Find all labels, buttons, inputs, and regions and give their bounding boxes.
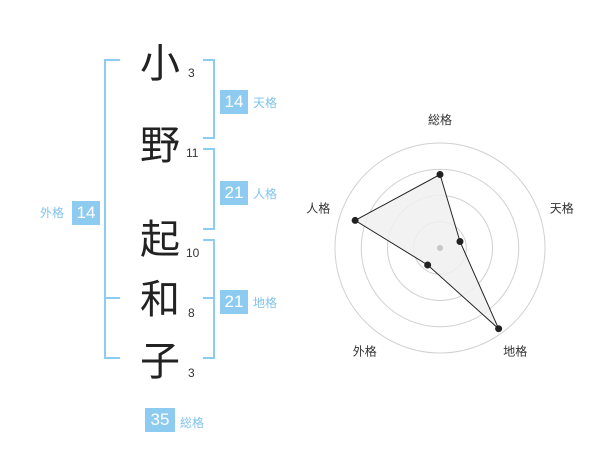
- stroke-count-3: 10: [186, 246, 200, 260]
- gaikaku-bracket-vertical: [104, 59, 106, 359]
- chikaku-bracket-tick: [203, 297, 215, 299]
- radar-point-2: [456, 238, 464, 246]
- jinkaku-bracket-top: [203, 148, 215, 150]
- gaikaku-label: 外格: [40, 206, 65, 220]
- radar-point-5: [351, 216, 359, 224]
- radar-axis-label-5: 人格: [306, 200, 330, 215]
- radar-grid-rings: [334, 142, 546, 354]
- radar-point-4: [424, 261, 432, 269]
- jinkaku-value: 21: [220, 181, 248, 205]
- stroke-count-5: 3: [188, 366, 195, 380]
- tenkaku-value: 14: [220, 90, 248, 114]
- chikaku-value: 21: [220, 290, 248, 314]
- radar-axis-label-2: 天格: [550, 200, 574, 215]
- stroke-count-4: 8: [188, 306, 195, 320]
- radar-axis-label-3: 地格: [503, 344, 527, 359]
- jinkaku-label: 人格: [253, 187, 278, 201]
- radar-center-dot: [437, 245, 443, 251]
- radar-axis-label-4: 外格: [353, 344, 377, 359]
- radar-axis-label-1: 総格: [428, 112, 452, 127]
- radar-points: [351, 171, 503, 333]
- chikaku-bracket-top: [203, 239, 215, 241]
- tenkaku-bracket-top: [203, 59, 215, 61]
- name-char-4: 和: [140, 277, 180, 323]
- stroke-count-1: 3: [188, 66, 195, 80]
- jinkaku-bracket-bottom: [203, 228, 215, 230]
- radar-ring-4: [334, 142, 546, 354]
- gaikaku-bracket-tick: [104, 297, 120, 299]
- gaikaku-value: 14: [72, 201, 100, 225]
- soukaku-value: 35: [145, 408, 175, 432]
- radar-point-1: [436, 171, 444, 178]
- radar-ring-3: [360, 168, 520, 328]
- name-char-5: 子: [140, 339, 180, 385]
- gaikaku-bracket-bottom: [104, 357, 120, 359]
- chikaku-bracket-vertical: [213, 239, 215, 359]
- chikaku-bracket-bottom: [203, 357, 215, 359]
- name-char-3: 起: [140, 217, 180, 263]
- tenkaku-bracket-bottom: [203, 137, 215, 139]
- radar-polygon: [354, 173, 500, 330]
- gaikaku-bracket-top: [104, 59, 120, 61]
- name-char-2: 野: [140, 123, 180, 169]
- name-char-1: 小: [140, 41, 180, 87]
- jinkaku-bracket-vertical: [213, 148, 215, 230]
- radar-point-3: [495, 325, 503, 333]
- soukaku-label: 総格: [180, 416, 205, 430]
- chikaku-label: 地格: [253, 296, 278, 310]
- tenkaku-label: 天格: [253, 96, 278, 110]
- tenkaku-bracket-vertical: [213, 59, 215, 139]
- stroke-count-2: 11: [186, 146, 199, 160]
